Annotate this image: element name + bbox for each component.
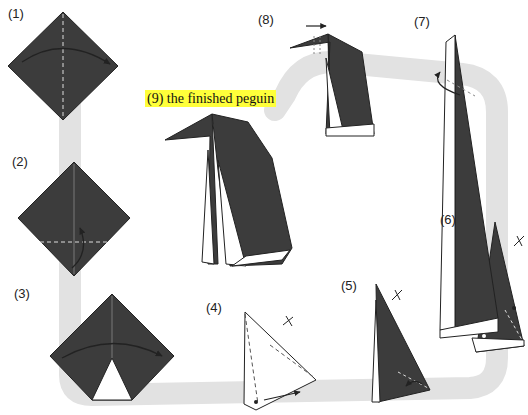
callout-number: (2) xyxy=(12,154,28,169)
finished-penguin xyxy=(165,114,292,266)
callout-number: (6) xyxy=(440,212,456,227)
step-7-body xyxy=(438,35,499,338)
callout-number: (5) xyxy=(341,278,357,293)
step-5-narrow xyxy=(372,284,430,402)
step-1-diamond xyxy=(8,12,118,120)
callout-number: (4) xyxy=(206,300,222,315)
step-3-folded xyxy=(50,294,174,400)
callout-number: (8) xyxy=(258,12,274,27)
step-4-kite xyxy=(244,312,316,410)
step-8-penguin xyxy=(290,26,374,136)
callout-number: (1) xyxy=(8,6,24,21)
callout-number: (3) xyxy=(14,286,30,301)
step-caption: (9) the finished peguin xyxy=(145,90,276,107)
step-2-diamond xyxy=(18,162,130,276)
callout-number: (7) xyxy=(414,14,430,29)
